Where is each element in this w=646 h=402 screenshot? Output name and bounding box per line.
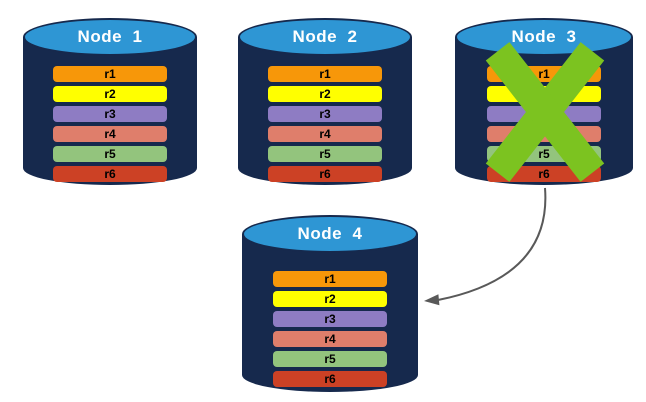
replica-row-r4: r4	[273, 331, 387, 347]
cylinder-top: Node 1	[23, 18, 197, 56]
replica-row-r2: r2	[268, 86, 382, 102]
replica-row-r3: r3	[53, 106, 167, 122]
replica-row-r5: r5	[273, 351, 387, 367]
node-4-cylinder: Node 4 r1 r2 r3 r4 r5 r6	[242, 215, 418, 392]
replica-row-r6: r6	[268, 166, 382, 182]
replica-row-r1: r1	[268, 66, 382, 82]
failure-x-icon	[485, 42, 605, 182]
replica-row-r2: r2	[53, 86, 167, 102]
node-2-replica-rows: r1 r2 r3 r4 r5 r6	[268, 66, 382, 182]
replica-row-r4: r4	[268, 126, 382, 142]
replica-row-r2: r2	[273, 291, 387, 307]
node-1-cylinder: Node 1 r1 r2 r3 r4 r5 r6	[23, 18, 197, 185]
node-2-label: Node 2	[292, 27, 358, 46]
replica-row-r4: r4	[53, 126, 167, 142]
arrow-curve	[437, 187, 547, 301]
replica-row-r5: r5	[53, 146, 167, 162]
node-3-label: Node 3	[511, 27, 577, 46]
cylinder-top: Node 2	[238, 18, 412, 56]
replica-row-r1: r1	[53, 66, 167, 82]
node-2-cylinder: Node 2 r1 r2 r3 r4 r5 r6	[238, 18, 412, 185]
arrow-head	[424, 294, 440, 306]
replica-row-r3: r3	[268, 106, 382, 122]
node-1-replica-rows: r1 r2 r3 r4 r5 r6	[53, 66, 167, 182]
node-3-cylinder: Node 3 r1 r2 r3 r4 r5 r6	[455, 18, 633, 185]
replica-row-r6: r6	[53, 166, 167, 182]
node-4-label: Node 4	[297, 224, 363, 243]
replica-row-r1: r1	[273, 271, 387, 287]
node-4-replica-rows: r1 r2 r3 r4 r5 r6	[273, 271, 387, 387]
cylinder-top: Node 4	[242, 215, 418, 253]
replica-row-r3: r3	[273, 311, 387, 327]
replica-row-r5: r5	[268, 146, 382, 162]
node-1-label: Node 1	[77, 27, 143, 46]
cylinder-top: Node 3	[455, 18, 633, 56]
replica-row-r6: r6	[273, 371, 387, 387]
